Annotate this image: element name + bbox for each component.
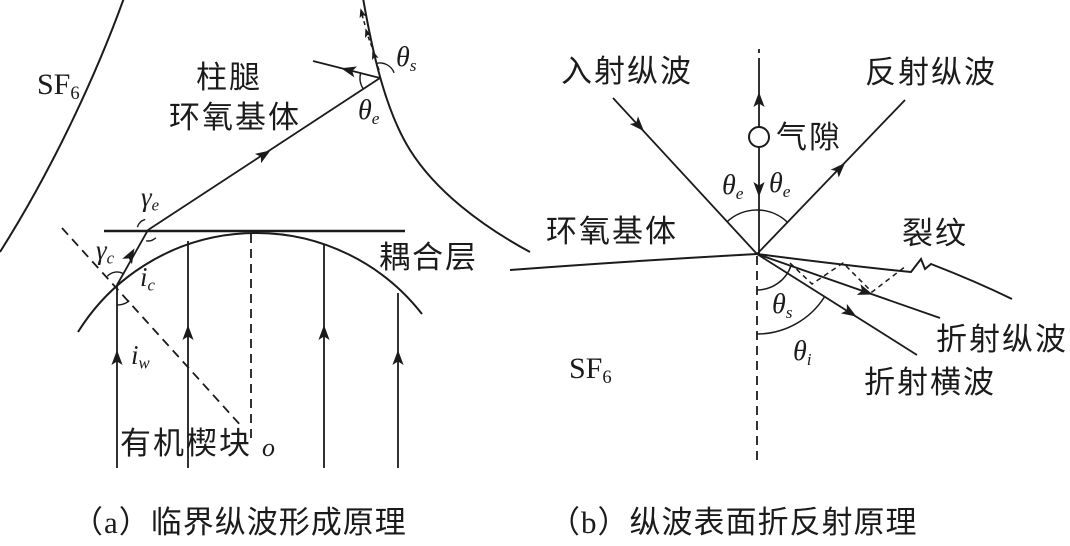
surface-creeping-wave-arrowheads [357, 7, 379, 61]
theta-e-left-label: θe [722, 170, 744, 203]
refracted-transverse-ray [756, 253, 918, 356]
theta-s-angle-mark [375, 62, 395, 74]
gamma-c-label: γc [96, 235, 115, 268]
gamma-e-angle-mark-above [136, 218, 146, 228]
air-gap-circle [748, 126, 770, 148]
insulator-right-boundary-curve [362, 0, 531, 253]
theta-e-angle-mark [359, 72, 364, 90]
i-c-label: ic [140, 262, 155, 295]
wedge-arc [77, 231, 423, 333]
gamma-c-angle-mark [106, 271, 124, 277]
leg-label: 柱腿 [196, 60, 262, 95]
theta-s-angle-arc [756, 265, 792, 291]
i-c-angle-mark [116, 300, 130, 306]
epoxy-surface-left [509, 253, 758, 271]
coupling-layer-label: 耦合层 [379, 240, 478, 275]
epoxy-surface-right-with-crack [756, 253, 1013, 300]
gamma-e-label: γe [141, 182, 160, 215]
theta-s-label-panel-b: θs [772, 289, 793, 322]
incident-longitudinal-wave-label: 入射纵波 [561, 54, 693, 89]
epoxy-matrix-label-panel-a: 环氧基体 [169, 100, 301, 135]
refracted-longitudinal-wave-label: 折射纵波 [936, 322, 1068, 357]
caption-panel-a: （a）临界纵波形成原理 [72, 505, 407, 540]
theta-e-right-label: θe [769, 168, 791, 201]
sf6-label-panel-a: SF6 [37, 68, 80, 105]
theta-i-angle-arc [756, 296, 826, 335]
epoxy-matrix-label-panel-b: 环氧基体 [546, 214, 678, 249]
origin-label: o [262, 433, 275, 462]
theta-e-label-panel-a: θe [358, 95, 380, 128]
reflected-longitudinal-ray [756, 99, 906, 255]
air-gap-label: 气隙 [776, 120, 842, 155]
incident-plane-wave-arrows [116, 241, 399, 468]
theta-i-label: θi [793, 336, 812, 369]
i-w-label: iw [131, 340, 150, 373]
refracted-transverse-wave-label: 折射横波 [864, 365, 996, 400]
crack-label: 裂纹 [902, 216, 968, 251]
organic-wedge-label: 有机楔块 [120, 426, 252, 461]
panel-b-line-art [509, 49, 1013, 464]
surface-creeping-wave-dashes [360, 10, 380, 71]
panel-b-angle-arcs [726, 209, 826, 335]
creeping-wave-zigzag-dashed [789, 262, 907, 293]
panel-a-line-art [0, 0, 531, 468]
sf6-label-panel-b: SF6 [569, 352, 612, 389]
refracted-longitudinal-ray [756, 253, 941, 319]
reflected-longitudinal-wave-label: 反射纵波 [865, 55, 997, 90]
theta-e-angle-arc [726, 209, 789, 223]
insulator-left-boundary-curve [0, 0, 125, 253]
angle-arc-marks [106, 62, 395, 306]
gamma-e-angle-mark-below [145, 237, 157, 242]
caption-panel-b: （b）纵波表面折反射原理 [549, 505, 918, 540]
interface-normal-dashed-line [61, 227, 244, 429]
theta-s-label-panel-a: θs [396, 42, 417, 75]
